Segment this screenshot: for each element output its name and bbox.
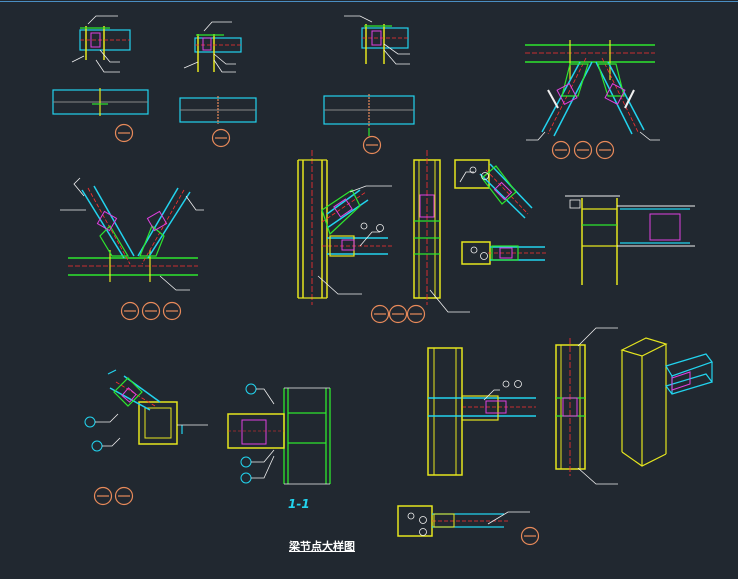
detail-column-brace: [297, 150, 426, 324]
detail-v-brace-top: [525, 40, 660, 160]
detail-column-elevation: [555, 327, 618, 485]
detail-beam-joint-2: [179, 21, 257, 148]
detail-section-1-1: [227, 383, 331, 485]
detail-moment-connection: [565, 195, 695, 285]
detail-column-beam-center: [427, 347, 536, 476]
detail-brace-end: [454, 159, 548, 265]
detail-bottom-connection: [397, 505, 540, 546]
drawing-title: 梁节点大样图: [289, 540, 355, 553]
detail-beam-joint-1: [52, 15, 149, 143]
section-label: 1-1: [288, 497, 310, 511]
detail-column-side: [413, 150, 470, 313]
detail-isometric-column: [620, 337, 713, 467]
detail-box-column-brace: [84, 369, 208, 506]
detail-v-brace-bottom: [60, 177, 204, 321]
detail-beam-joint-3: [323, 15, 415, 155]
